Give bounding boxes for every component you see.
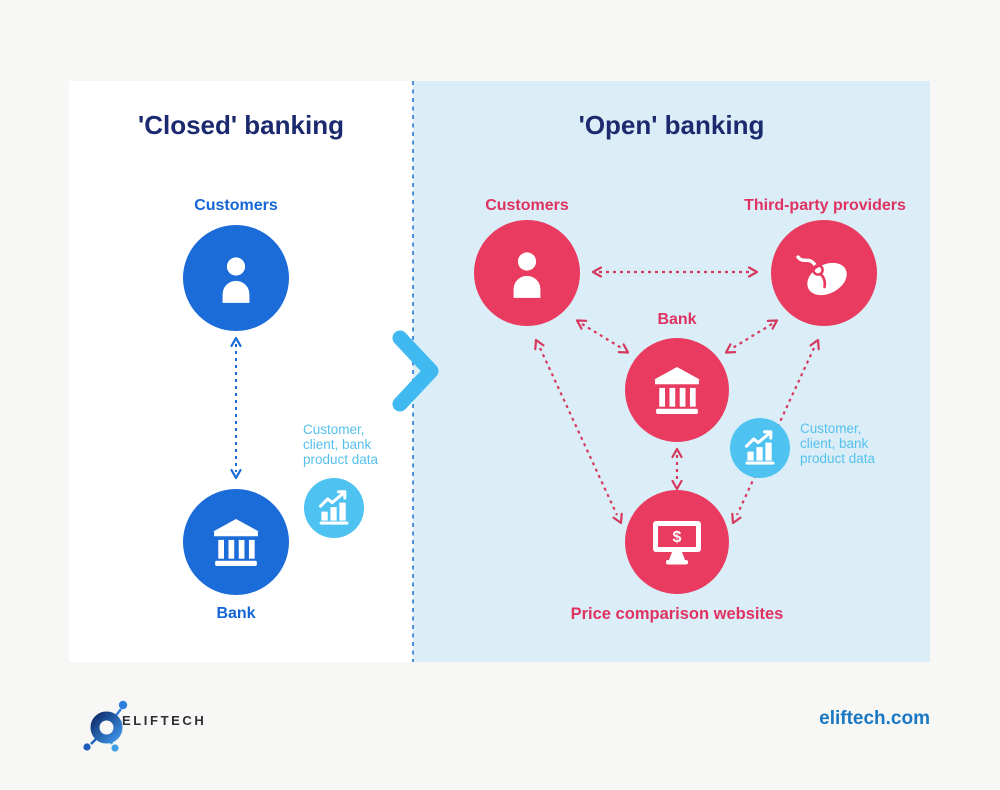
- bank-building-icon: [654, 367, 700, 414]
- open-thirdparty-node: [771, 220, 877, 326]
- closed-bank-node: [183, 489, 289, 595]
- computer-mouse-icon: [796, 255, 847, 296]
- dollar-glyph: $: [673, 529, 682, 546]
- open-thirdparty-label: Third-party providers: [744, 197, 906, 214]
- person-icon: [513, 252, 541, 298]
- bar-chart-growth-icon: [744, 430, 775, 465]
- open-bank-node: [625, 338, 729, 442]
- chevron-right-icon: [392, 330, 439, 412]
- open-banking-title: 'Open' banking: [578, 110, 765, 140]
- closed-bank-label: Bank: [216, 605, 256, 622]
- bank-building-icon: [213, 519, 259, 566]
- open-data-note: Customer, client, bank product data: [800, 421, 876, 466]
- closed-data-note: Customer, client, bank product data: [303, 422, 379, 467]
- closed-customers-label: Customers: [194, 197, 278, 214]
- open-customers-label: Customers: [485, 197, 569, 214]
- website-link[interactable]: eliftech.com: [819, 708, 930, 729]
- open-pricecomparison-node: $: [625, 490, 729, 594]
- closed-banking-title: 'Closed' banking: [138, 110, 344, 140]
- monitor-dollar-icon: $: [653, 521, 701, 565]
- bar-chart-growth-icon: [318, 490, 349, 525]
- eliftech-logo-icon: [83, 700, 128, 752]
- brand-wordmark: ELIFTECH: [122, 713, 207, 728]
- closed-data-node: [304, 478, 364, 538]
- open-bank-label: Bank: [657, 311, 697, 328]
- person-icon: [222, 257, 250, 303]
- open-pricecomparison-label: Price comparison websites: [570, 605, 784, 623]
- closed-customers-node: [183, 225, 289, 331]
- open-data-node: [730, 418, 790, 478]
- open-customers-node: [474, 220, 580, 326]
